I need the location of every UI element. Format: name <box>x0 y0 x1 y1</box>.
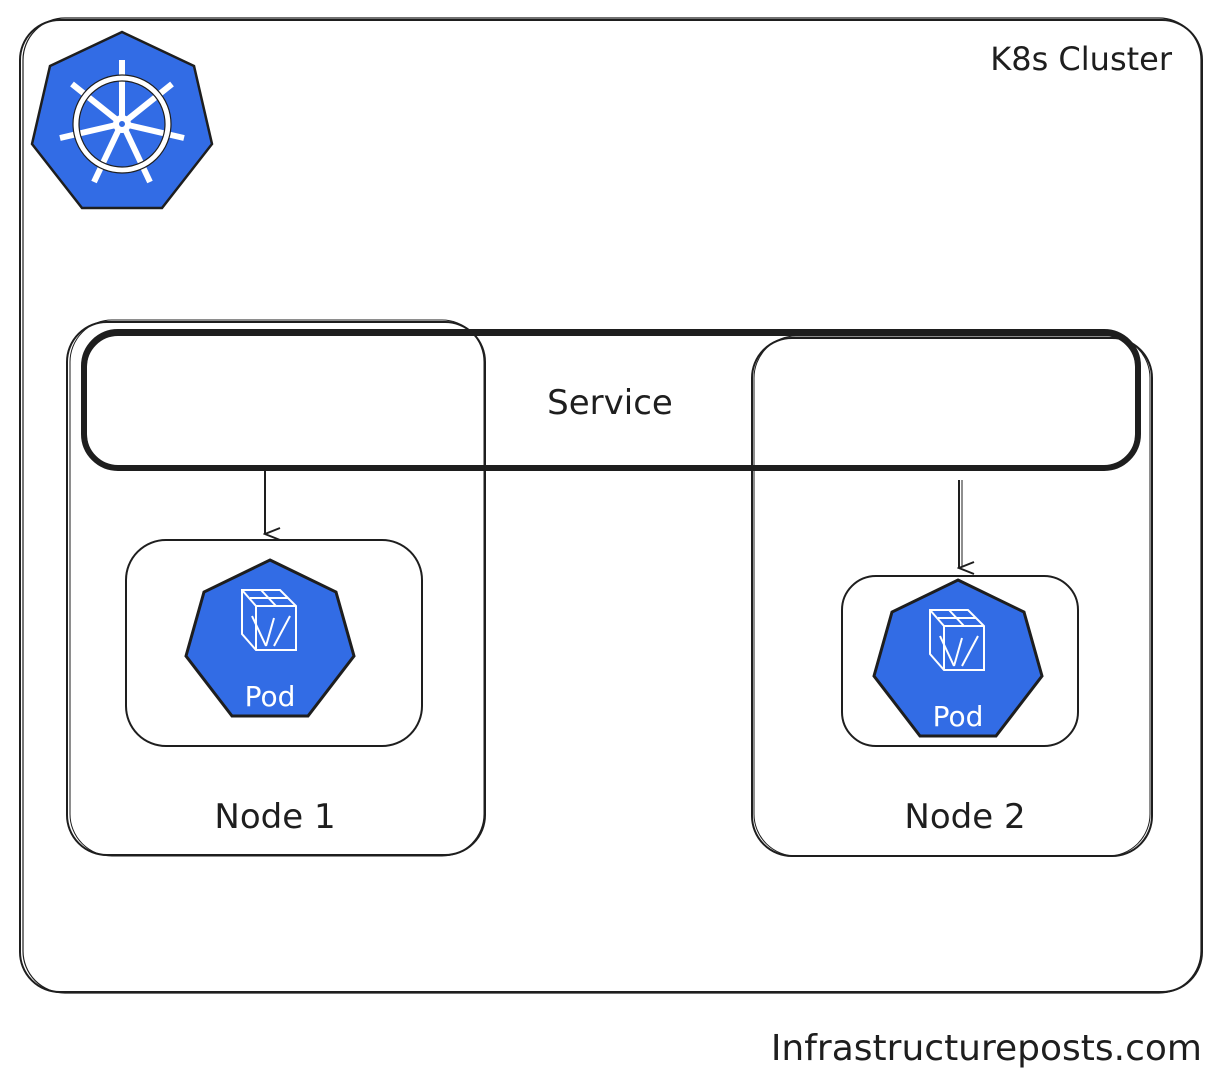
cluster-box <box>19 17 1203 994</box>
pod-1-container <box>125 539 423 747</box>
helm-wheel-icon <box>59 60 185 184</box>
pod-2-label: Pod <box>933 700 984 733</box>
node-2-label: Node 2 <box>904 797 1025 837</box>
cube-icon <box>241 589 297 651</box>
pod-2-icon: Pod <box>872 578 1044 738</box>
service-box <box>81 329 1141 471</box>
service-label: Service <box>547 383 673 423</box>
node-1-box <box>66 319 486 857</box>
pod-2-container <box>841 575 1079 747</box>
pod-1-label: Pod <box>245 680 296 713</box>
cluster-label: K8s Cluster <box>990 40 1173 78</box>
node-1-label: Node 1 <box>214 797 335 837</box>
arrow-service-to-pod-2 <box>959 480 962 568</box>
pod-1-icon: Pod <box>184 558 356 718</box>
cube-icon <box>929 609 985 671</box>
footer-website: Infrastructureposts.com <box>771 1028 1202 1069</box>
kubernetes-logo-icon <box>30 30 214 210</box>
